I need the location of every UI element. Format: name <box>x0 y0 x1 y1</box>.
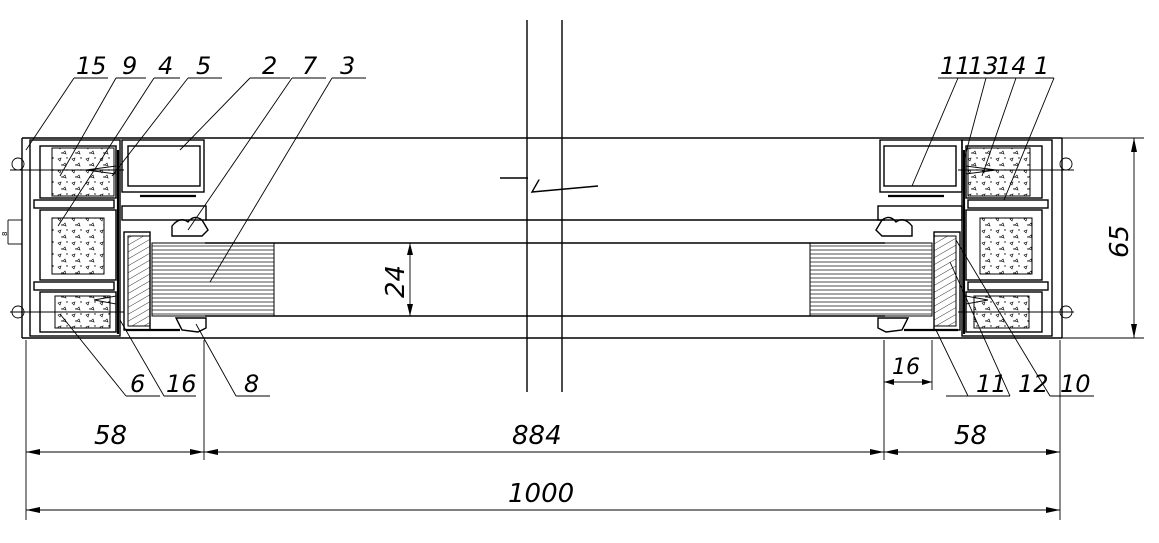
callout-10: 10 <box>1060 370 1091 398</box>
callout-4: 4 <box>158 52 173 80</box>
right-frame <box>875 139 1074 337</box>
callout-16: 16 <box>166 370 197 398</box>
callout-14: 14 <box>996 52 1027 80</box>
dim-small-gap: 8 <box>1 232 9 236</box>
dim-opening: 884 <box>512 421 562 451</box>
callout-3: 3 <box>340 52 355 80</box>
callout-7: 7 <box>302 52 318 80</box>
callout-13: 13 <box>968 52 999 80</box>
dim-glass-thickness: 24 <box>381 265 411 298</box>
callout-6: 6 <box>130 370 145 398</box>
callout-9: 9 <box>122 52 137 80</box>
dim-overlap: 16 <box>892 355 920 380</box>
callout-11-bottom: 11 <box>976 370 1007 398</box>
break-lines <box>500 20 599 392</box>
dimension-lines <box>7 137 1144 520</box>
callout-8: 8 <box>244 370 259 398</box>
dim-right-frame: 58 <box>954 421 987 451</box>
callout-5: 5 <box>196 52 211 80</box>
left-glass <box>151 242 275 317</box>
callout-12: 12 <box>1018 370 1049 398</box>
dim-total-width: 1000 <box>508 479 574 509</box>
callout-leaders <box>25 77 1094 397</box>
dimension-values: 58 884 58 1000 65 24 16 8 <box>1 225 1135 509</box>
dim-height: 65 <box>1105 225 1135 258</box>
callout-labels: 15 9 4 5 2 7 3 11 13 14 1 6 16 8 11 12 1… <box>76 52 1091 398</box>
dim-left-frame: 58 <box>94 421 127 451</box>
callout-11-top: 11 <box>940 52 971 80</box>
outline-lines <box>21 137 1063 339</box>
left-frame <box>8 139 209 337</box>
callout-15: 15 <box>76 52 107 80</box>
callout-1: 1 <box>1034 52 1049 80</box>
callout-2: 2 <box>262 52 277 80</box>
right-glass <box>809 242 933 317</box>
